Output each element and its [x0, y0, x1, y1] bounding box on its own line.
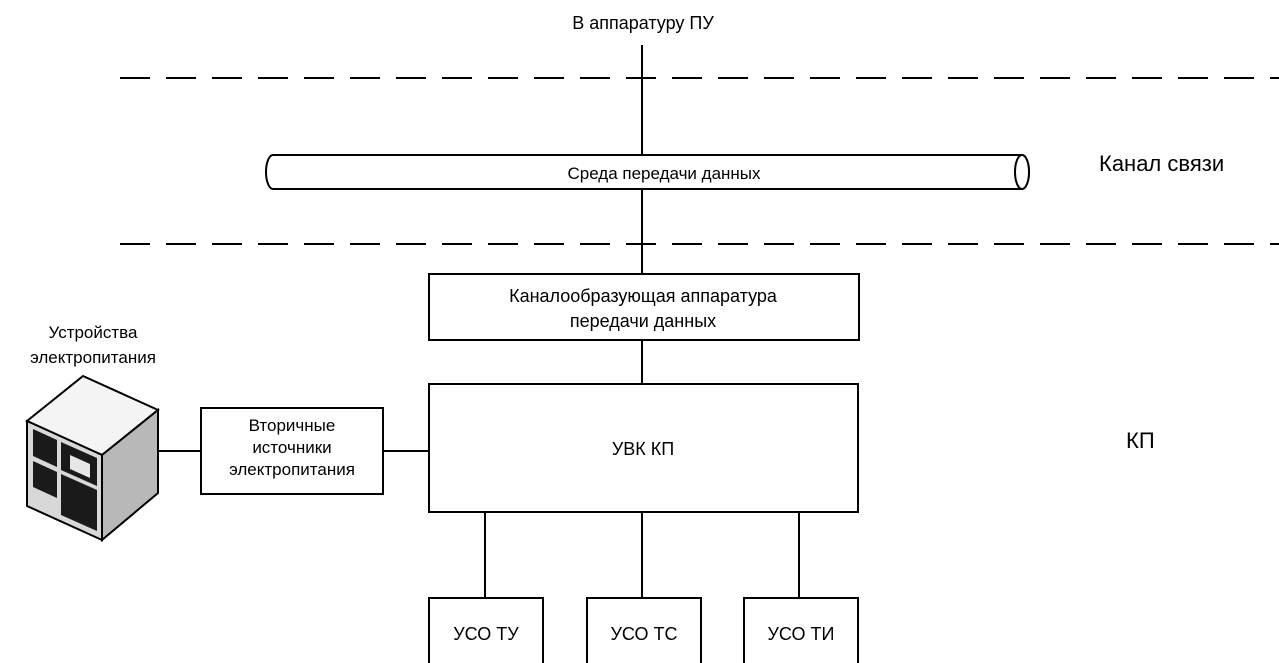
channel-equipment-label-line1: Каналообразующая аппаратура	[509, 286, 778, 306]
server-cabinet-icon	[25, 374, 160, 543]
kp-zone-label: КП	[1126, 428, 1155, 453]
uso-tu-box: УСО ТУ	[428, 597, 544, 663]
power-devices-label-line1: Устройства	[49, 323, 138, 342]
uso-ti-label: УСО ТИ	[768, 624, 835, 644]
uso-ti-box: УСО ТИ	[743, 597, 859, 663]
secondary-power-sources-box: Вторичные источники электропитания	[200, 407, 384, 495]
channel-equipment-box: Каналообразующая аппаратура передачи дан…	[428, 273, 860, 341]
channel-equipment-label-line2: передачи данных	[570, 311, 716, 331]
power-devices-label-line2: электропитания	[30, 348, 156, 367]
uvk-kp-label: УВК КП	[612, 439, 674, 459]
transmission-medium-cylinder: Среда передачи данных	[265, 154, 1030, 190]
transmission-medium-label: Среда передачи данных	[567, 164, 761, 183]
secondary-sources-label-line1: Вторичные	[249, 416, 336, 435]
secondary-sources-label-line3: электропитания	[229, 460, 355, 479]
uso-ts-box: УСО ТС	[586, 597, 702, 663]
uso-ts-label: УСО ТС	[610, 624, 677, 644]
top-destination-label: В аппаратуру ПУ	[572, 13, 714, 33]
uso-tu-label: УСО ТУ	[453, 624, 519, 644]
secondary-sources-label-line2: источники	[252, 438, 331, 457]
channel-zone-label: Канал связи	[1099, 151, 1224, 176]
uvk-kp-box: УВК КП	[428, 383, 859, 513]
